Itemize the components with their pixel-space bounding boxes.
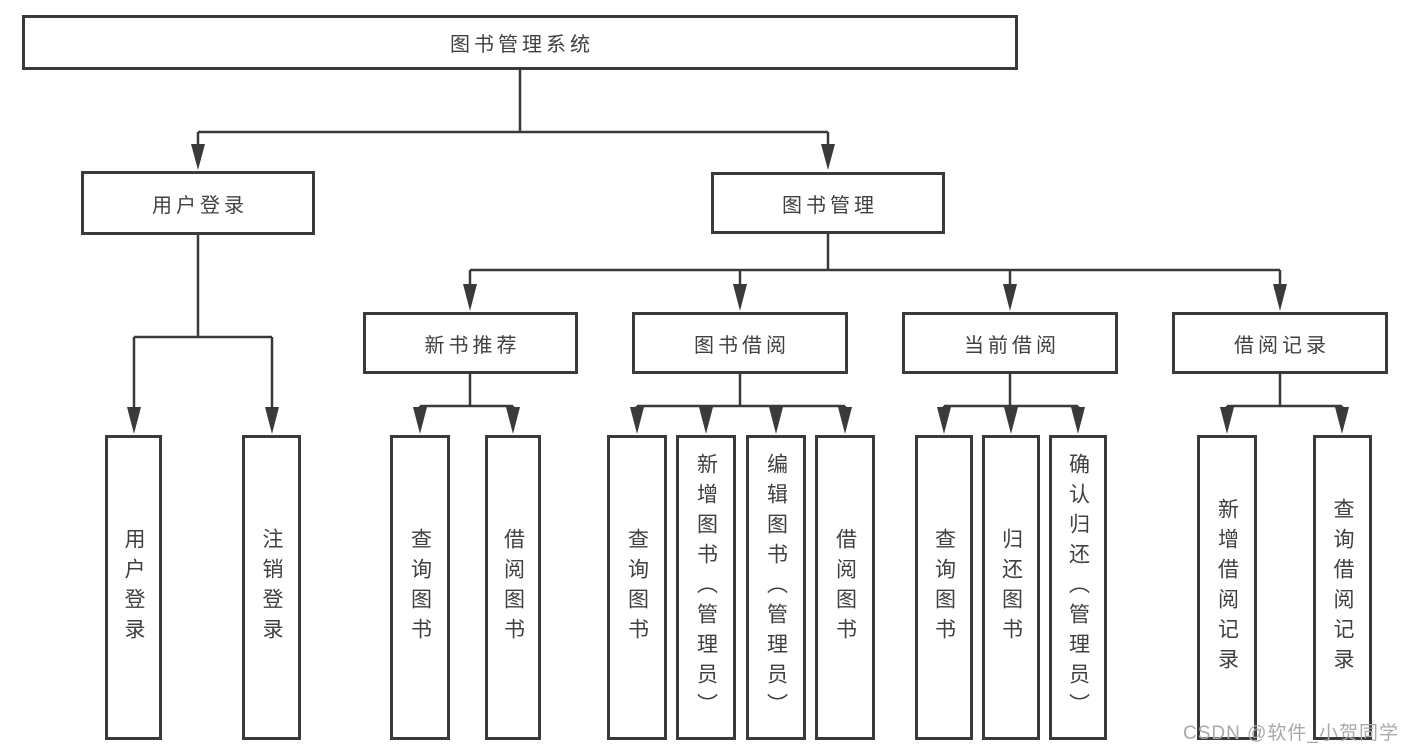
leaf-user-login-label: 用户登录 bbox=[122, 527, 145, 648]
csdn-watermark: CSDN @软件_小贺同学 bbox=[1183, 723, 1399, 744]
leaf-return-book: 归还图书 bbox=[982, 435, 1040, 740]
node-root: 图书管理系统 bbox=[22, 15, 1018, 70]
leaf-query-books-recommend-label: 查询图书 bbox=[408, 527, 432, 648]
node-current-borrowing: 当前借阅 bbox=[902, 312, 1118, 374]
leaf-logout: 注销登录 bbox=[242, 435, 301, 740]
leaf-confirm-return-admin: 确认归还（管理员） bbox=[1049, 435, 1107, 740]
node-book-borrowing-label: 图书借阅 bbox=[694, 334, 790, 357]
leaf-query-books-current: 查询图书 bbox=[915, 435, 973, 740]
leaf-borrow-books-recommend: 借阅图书 bbox=[485, 435, 541, 740]
node-borrow-records-label: 借阅记录 bbox=[1234, 334, 1330, 357]
node-root-label: 图书管理系统 bbox=[450, 34, 594, 56]
node-book-borrowing: 图书借阅 bbox=[632, 312, 848, 374]
leaf-add-book-admin-label: 新增图书（管理员） bbox=[694, 452, 718, 723]
leaf-add-borrow-record-label: 新增借阅记录 bbox=[1215, 497, 1239, 678]
leaf-query-books-borrowing: 查询图书 bbox=[607, 435, 667, 740]
leaf-borrow-books-recommend-label: 借阅图书 bbox=[501, 527, 525, 648]
leaf-add-borrow-record: 新增借阅记录 bbox=[1197, 435, 1257, 740]
node-borrow-records: 借阅记录 bbox=[1172, 312, 1388, 374]
leaf-query-books-borrowing-label: 查询图书 bbox=[625, 527, 649, 648]
leaf-logout-label: 注销登录 bbox=[260, 527, 283, 648]
leaf-confirm-return-admin-label: 确认归还（管理员） bbox=[1066, 452, 1090, 723]
leaf-edit-book-admin: 编辑图书（管理员） bbox=[746, 435, 806, 740]
leaf-borrow-books-borrowing: 借阅图书 bbox=[815, 435, 875, 740]
leaf-add-book-admin: 新增图书（管理员） bbox=[676, 435, 736, 740]
node-new-book-recommend: 新书推荐 bbox=[363, 312, 578, 374]
leaf-return-book-label: 归还图书 bbox=[999, 527, 1023, 648]
node-new-book-recommend-label: 新书推荐 bbox=[424, 334, 521, 357]
leaf-edit-book-admin-label: 编辑图书（管理员） bbox=[764, 452, 788, 723]
node-user-login: 用户登录 bbox=[81, 171, 315, 235]
leaf-user-login: 用户登录 bbox=[105, 435, 162, 740]
leaf-query-borrow-record-label: 查询借阅记录 bbox=[1331, 497, 1354, 678]
node-current-borrowing-label: 当前借阅 bbox=[964, 334, 1060, 357]
node-book-management-label: 图书管理 bbox=[782, 194, 878, 217]
leaf-query-books-current-label: 查询图书 bbox=[932, 527, 956, 648]
leaf-query-books-recommend: 查询图书 bbox=[390, 435, 450, 740]
leaf-borrow-books-borrowing-label: 借阅图书 bbox=[833, 527, 857, 648]
node-user-login-label: 用户登录 bbox=[152, 194, 248, 217]
node-book-management: 图书管理 bbox=[711, 172, 945, 234]
leaf-query-borrow-record: 查询借阅记录 bbox=[1313, 435, 1372, 740]
